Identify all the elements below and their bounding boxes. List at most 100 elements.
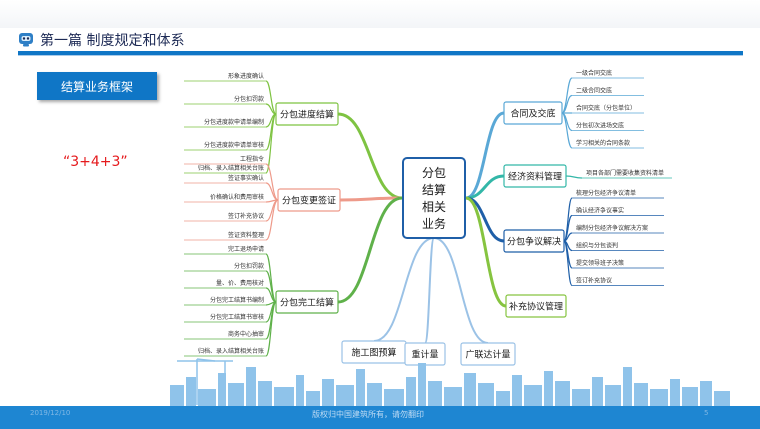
formula-text: “3+4+3” (63, 154, 128, 170)
leaf-label: 学习相关的合同条款 (576, 139, 630, 147)
leaf-item: 学习相关的合同条款 (572, 139, 644, 149)
branch-node: 分包变更签证 (277, 188, 341, 212)
footer-bar (0, 406, 760, 429)
node-label: 分包完工结算 (280, 297, 334, 309)
node-box (503, 229, 565, 253)
connector-line (465, 196, 507, 308)
leaf-item: 一级合同交底 (572, 69, 644, 79)
leaf-item: 签订补充协议 (572, 277, 664, 286)
node-box (277, 188, 341, 212)
connector-line (565, 175, 583, 179)
title-divider (18, 51, 743, 55)
title-divider-thin (18, 55, 743, 56)
node-box (505, 294, 567, 318)
crane-decoration (177, 358, 233, 405)
leaf-label: 完工退场申请 (228, 245, 264, 253)
connector-line (424, 237, 435, 344)
branch-node: 经济资料管理 (503, 164, 567, 188)
leaf-item: 形象进度确认 (184, 72, 266, 82)
connector-line (465, 196, 505, 243)
leaf-label: 签订补充协议 (576, 277, 612, 285)
leaf-item: 价格确认和费用审核 (184, 193, 266, 203)
branch-node: 分包争议解决 (503, 229, 565, 253)
bottom-node: 广联达计量 (460, 342, 516, 366)
connector-line (561, 77, 573, 114)
branch-node: 分包进度结算 (275, 102, 339, 126)
connector-line (373, 237, 435, 342)
leaf-item: 商务中心抽审 (184, 330, 266, 340)
leaf-item: 签证资料整理 (184, 231, 266, 241)
leaf-label: 签证事实确认 (228, 174, 264, 182)
top-bar (0, 0, 760, 28)
leaf-label: 归档、录入结算相关台账 (198, 347, 264, 355)
page-title: 第一篇 制度规定和体系 (40, 33, 185, 49)
leaf-item: 分包初次进场交底 (572, 122, 644, 131)
connector-line (339, 196, 403, 202)
node-label: 经济资料管理 (508, 171, 562, 183)
leaf-item: 编制分包经济争议解决方案 (572, 224, 664, 234)
leaf-label: 分包进度款申请单审核 (204, 141, 264, 149)
connector-line (265, 301, 277, 357)
center-label: 结算 (422, 182, 446, 197)
leaf-label: 项目各部门需要收集资料清单 (586, 169, 664, 177)
leaf-item: 分包扣罚款 (184, 262, 266, 272)
robot-logo-icon (19, 33, 33, 47)
leaf-item: 签证事实确认 (184, 174, 266, 184)
bottom-node: 施工图预算 (341, 340, 407, 364)
leaf-item: 分包完工结算书审核 (184, 313, 266, 323)
connector-line (265, 113, 277, 174)
leaf-label: 签证资料整理 (228, 231, 264, 239)
connector-line (433, 237, 489, 344)
leaf-item: 分包完工结算书编制 (184, 296, 266, 306)
page-number: 5 (704, 409, 709, 417)
branch-node: 合同及交底 (503, 101, 563, 125)
node-label: 合同及交底 (510, 108, 555, 120)
leaf-label: 分包完工结算书编制 (210, 296, 264, 304)
center-label: 业务 (422, 216, 446, 231)
leaf-label: 价格确认和费用审核 (210, 193, 264, 201)
node-label: 补充协议管理 (509, 301, 563, 313)
leaf-item: 量、价、费用核对 (184, 279, 266, 289)
leaf-item: 签订补充协议 (184, 212, 266, 222)
node-box (275, 290, 339, 314)
node-box (275, 102, 339, 126)
node-box (503, 101, 563, 125)
leaf-item: 合同交底（分包单位） (572, 104, 644, 114)
footer-date: 2019/12/10 (30, 409, 71, 417)
node-label: 施工图预算 (351, 347, 396, 359)
branch-node: 分包完工结算 (275, 290, 339, 314)
leaf-item: 分包扣罚款 (184, 95, 266, 105)
center-label: 分包 (422, 166, 446, 180)
leaf-item: 确认经济争议事实 (572, 207, 664, 216)
leaf-label: 分包初次进场交底 (576, 122, 624, 130)
branch-node: 补充协议管理 (505, 294, 567, 318)
framework-label-box: 结算业务框架 (37, 72, 157, 100)
leaf-label: 梳理分包经济争议清单 (576, 189, 636, 197)
leaf-label: 工程指令 (240, 155, 264, 163)
leaf-item: 项目各部门需要收集资料清单 (582, 169, 672, 179)
leaf-item: 二级合同交底 (572, 87, 644, 96)
node-label: 分包进度结算 (280, 109, 334, 121)
leaf-label: 一级合同交底 (576, 69, 612, 77)
leaf-label: 分包进度款申请单编制 (204, 118, 264, 126)
leaf-label: 量、价、费用核对 (216, 279, 264, 287)
leaf-label: 组织与分包谈判 (576, 242, 618, 250)
leaf-item: 梳理分包经济争议清单 (572, 189, 664, 199)
connector-line (465, 111, 505, 200)
leaf-label: 编制分包经济争议解决方案 (576, 224, 648, 232)
leaf-label: 分包扣罚款 (234, 262, 264, 270)
leaf-label: 合同交底（分包单位） (576, 104, 636, 112)
leaf-label: 形象进度确认 (228, 72, 264, 80)
leaf-item: 提交领导班子决策 (572, 259, 664, 269)
node-label: 重计量 (411, 349, 438, 361)
node-box (460, 342, 516, 366)
leaf-item: 分包进度款申请单编制 (184, 118, 266, 128)
node-label: 分包变更签证 (282, 195, 336, 207)
center-box (402, 157, 466, 239)
city-skyline-decoration (170, 363, 730, 407)
framework-label: 结算业务框架 (60, 79, 133, 94)
connector-line (563, 197, 573, 242)
connector-line (337, 196, 403, 304)
